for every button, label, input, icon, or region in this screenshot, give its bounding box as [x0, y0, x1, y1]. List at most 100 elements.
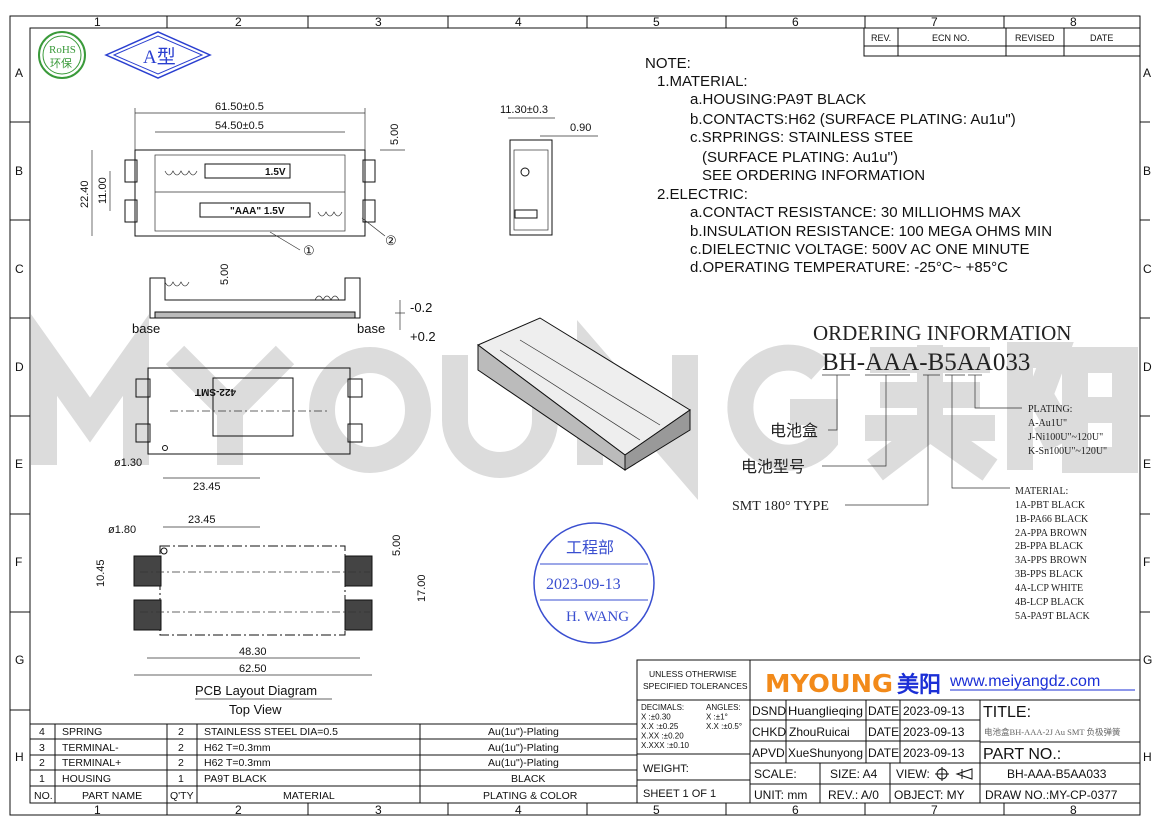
grid-rows-6-text: G	[1143, 653, 1152, 667]
title_block-apvd-text: APVD	[752, 746, 785, 760]
dims-pcb_h1-text: 10.45	[95, 559, 107, 587]
grid-rows-3-text: D	[1143, 360, 1152, 374]
title_block-tol-3-text: X.XXX :±0.10	[641, 741, 690, 750]
title-block: UNLESS OTHERWISE SPECIFIED TOLERANCES DE…	[636, 659, 1141, 804]
ordering-material-7-text: 4A-LCP WHITE	[1015, 583, 1083, 594]
title_block-decimals-text: DECIMALS:	[641, 703, 684, 712]
dims-h1-text: 22.40	[79, 180, 91, 208]
grid-cols-1-text: 2	[235, 15, 242, 29]
iso-view	[477, 317, 691, 471]
grid-cols-2-text: 3	[375, 803, 382, 817]
bom-table: 4 SPRING 2 STAINLESS STEEL DIA=0.5 Au(1u")-P…	[29, 723, 638, 804]
ordering-info: ORDERING INFORMATION BH-AAA-B5AA033 电池盒 …	[732, 321, 1107, 622]
bom-rows-2-2-text: 2	[178, 757, 184, 769]
title_block-brand_cn-text: 美阳	[897, 672, 941, 698]
grid-cols-1-text: 2	[235, 803, 242, 817]
revision_table-headers-1-text: ECN NO.	[932, 33, 970, 43]
notes-lines-1-text: a.HOUSING:PA9T BLACK	[690, 91, 866, 108]
bom-rows-1-1-text: TERMINAL-	[62, 742, 119, 754]
bom-rows-0-4-text: Au(1u")-Plating	[488, 726, 559, 738]
grid-rows-1-text: B	[15, 164, 23, 178]
bom-rows-2-0-text: 2	[39, 757, 45, 769]
grid-cols-6-text: 7	[931, 803, 938, 817]
bom-rows-0-3-text: STAINLESS STEEL DIA=0.5	[204, 726, 338, 738]
dims-bottom_label-text: 422-SMT	[195, 386, 236, 397]
side-view: 11.30±0.3 0.90	[500, 104, 598, 236]
dims-bottom_w-text: 23.45	[193, 481, 221, 493]
bom-rows-2-1-text: TERMINAL+	[62, 757, 121, 769]
grid-rows-5-text: F	[15, 555, 22, 569]
bom-rows-3-2-text: 1	[178, 773, 184, 785]
notes-lines-7-text: a.CONTACT RESISTANCE: 30 MILLIOHMS MAX	[690, 204, 1021, 221]
notes-lines-4-text: (SURFACE PLATING: Au1u")	[702, 149, 898, 166]
notes-title-text: NOTE:	[645, 55, 691, 72]
notes-lines-6-text: 2.ELECTRIC:	[657, 186, 748, 203]
ordering-plating-1-text: A-Au1U"	[1028, 418, 1067, 429]
ordering-material-5-text: 3A-PPS BROWN	[1015, 555, 1087, 566]
title_block-date_label-text: DATE	[868, 704, 899, 718]
grid-rows-4-text: E	[1143, 457, 1151, 471]
bom-rows-3-0-text: 1	[39, 773, 45, 785]
grid-cols-3-text: 4	[515, 15, 522, 29]
rohs-logo: RoHS 环保	[38, 31, 86, 79]
dims-top_w1-text: 61.50±0.5	[215, 101, 264, 113]
grid-rows-7-text: H	[15, 750, 24, 764]
top-view: 1.5V "AAA" 1.5V 61.50±0.5 54.50±0.5 22.4…	[79, 101, 405, 258]
dims-pcb_w3-text: 62.50	[239, 663, 267, 675]
ordering-plating-2-text: J-Ni100U"~120U"	[1028, 432, 1103, 443]
bom-rows-3-4-text: BLACK	[511, 773, 545, 785]
bom-rows-1-3-text: H62 T=0.3mm	[204, 742, 271, 754]
ordering-part-text: BH-AAA-B5AA033	[822, 349, 1030, 376]
bom-headers-4-text: PLATING & COLOR	[483, 790, 578, 802]
title_block-dsnd-text: DSND	[752, 704, 786, 718]
grid-rows-5-text: F	[1143, 555, 1150, 569]
grid-rows-1-text: B	[1143, 164, 1151, 178]
title_block-date-text: 2023-09-13	[903, 725, 965, 739]
title_block-chkd_name-text: ZhouRuicai	[789, 725, 850, 739]
title_block-tol-2-text: X.XX :±0.20	[641, 732, 684, 741]
bom-rows-1-0-text: 3	[39, 742, 45, 754]
grid-cols-3-text: 4	[515, 803, 522, 817]
title_block-size-text: SIZE: A4	[830, 767, 878, 781]
bom-rows-3-1-text: HOUSING	[62, 773, 111, 785]
notes: NOTE: 1.MATERIAL: a.HOUSING:PA9T BLACK b…	[645, 55, 1052, 276]
grid-cols-6-text: 7	[931, 15, 938, 29]
front-view: 5.00 base base -0.2 +0.2	[132, 264, 436, 344]
grid-cols-4-text: 5	[653, 803, 660, 817]
bom-headers-1-text: PART NAME	[82, 790, 142, 802]
ordering-material-0-text: MATERIAL:	[1015, 486, 1068, 497]
grid-rows-2-text: C	[1143, 262, 1152, 276]
notes-lines-0-text: 1.MATERIAL:	[657, 73, 748, 90]
grid-rows-6-text: G	[15, 653, 24, 667]
grid-cols-0-text: 1	[94, 15, 101, 29]
dims-callout1-text: ①	[303, 243, 315, 258]
grid-cols-7-text: 8	[1070, 803, 1077, 817]
revision_table-headers-2-text: REVISED	[1015, 33, 1055, 43]
grid-cols-0-text: 1	[94, 803, 101, 817]
revision_table-headers-0-text: REV.	[871, 33, 891, 43]
ordering-plating-3-text: K-Sn100U"~120U"	[1028, 446, 1107, 457]
dims-base_r-text: base	[357, 321, 385, 336]
title_block-weight-text: WEIGHT:	[643, 763, 689, 775]
ordering-material-8-text: 4B-LCP BLACK	[1015, 597, 1085, 608]
dims-pcb_w2-text: 48.30	[239, 646, 267, 658]
dims-bottom_hole-text: ø1.30	[114, 457, 142, 469]
dims-pcb_w1-text: 23.45	[188, 514, 216, 526]
bom-headers-3-text: MATERIAL	[283, 790, 335, 802]
grid-rows-0-text: A	[1143, 66, 1151, 80]
bom-rows-0-1-text: SPRING	[62, 726, 102, 738]
ordering-material-2-text: 1B-PA66 BLACK	[1015, 514, 1089, 525]
pcb-layout: ø1.80 23.45 10.45 5.00 17.00 48.30 62.50…	[95, 514, 428, 717]
bom-rows-0-0-text: 4	[39, 726, 45, 738]
bom-rows-0-2-text: 2	[178, 726, 184, 738]
title_block-scale-text: SCALE:	[754, 767, 797, 781]
website-link[interactable]: www.meiyangdz.com	[949, 673, 1100, 690]
grid-rows-0-text: A	[15, 66, 23, 80]
brand-logo: MYOUNG	[765, 669, 893, 698]
title_block-date_label-text: DATE	[868, 725, 899, 739]
title_block-tolerance_title2-text: SPECIFIED TOLERANCES	[643, 681, 748, 691]
ordering-label_model-text: 电池型号	[741, 458, 805, 476]
dims-tol_minus-text: -0.2	[410, 300, 432, 315]
title_block-draw_no-text: DRAW NO.:MY-CP-0377	[985, 788, 1118, 802]
